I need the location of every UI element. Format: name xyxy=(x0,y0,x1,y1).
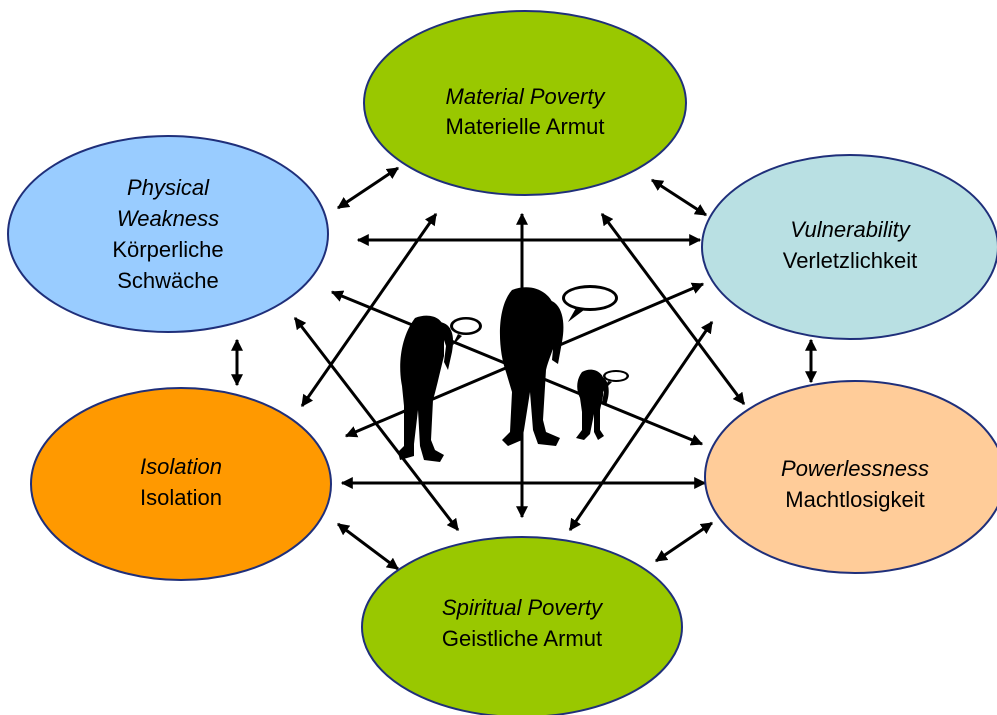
label-physical-weakness-en-2: Weakness xyxy=(117,206,219,231)
ellipse-material-poverty xyxy=(363,10,687,196)
arrow-material-vulnerability xyxy=(650,178,708,217)
arrow-isolation-spiritual xyxy=(337,522,399,571)
label-spiritual-poverty-en: Spiritual Poverty xyxy=(442,595,604,620)
arrow-material-physical xyxy=(337,166,399,210)
ellipse-isolation xyxy=(30,387,332,581)
label-vulnerability-de: Verletzlichkeit xyxy=(783,248,918,273)
ellipse-vulnerability xyxy=(701,154,997,340)
node-powerlessness: Powerlessness Machtlosigkeit xyxy=(704,380,997,574)
arrow-powerlessness-spiritual xyxy=(655,521,713,563)
label-spiritual-poverty-de: Geistliche Armut xyxy=(442,626,602,651)
label-physical-weakness-de-2: Schwäche xyxy=(117,268,219,293)
ellipse-powerlessness xyxy=(704,380,997,574)
node-vulnerability: Vulnerability Verletzlichkeit xyxy=(701,154,997,340)
label-isolation-de: Isolation xyxy=(140,485,222,510)
node-physical-weakness: Physical Weakness Körperliche Schwäche xyxy=(7,135,329,333)
label-powerlessness-en: Powerlessness xyxy=(781,456,929,481)
ellipse-physical-weakness xyxy=(7,135,329,333)
node-spiritual-poverty: Spiritual Poverty Geistliche Armut xyxy=(361,536,683,715)
node-isolation: Isolation Isolation xyxy=(30,387,332,581)
people-in-need-silhouettes-icon xyxy=(398,285,629,462)
label-material-poverty-de: Materielle Armut xyxy=(446,114,605,139)
ellipse-spiritual-poverty xyxy=(361,536,683,715)
label-physical-weakness-en-1: Physical xyxy=(127,175,210,200)
label-physical-weakness-de-1: Körperliche xyxy=(112,237,223,262)
label-powerlessness-de: Machtlosigkeit xyxy=(785,487,924,512)
node-material-poverty: Material Poverty Materielle Armut xyxy=(363,10,687,196)
label-vulnerability-en: Vulnerability xyxy=(790,217,911,242)
label-material-poverty-en: Material Poverty xyxy=(446,84,607,109)
label-isolation-en: Isolation xyxy=(140,454,222,479)
